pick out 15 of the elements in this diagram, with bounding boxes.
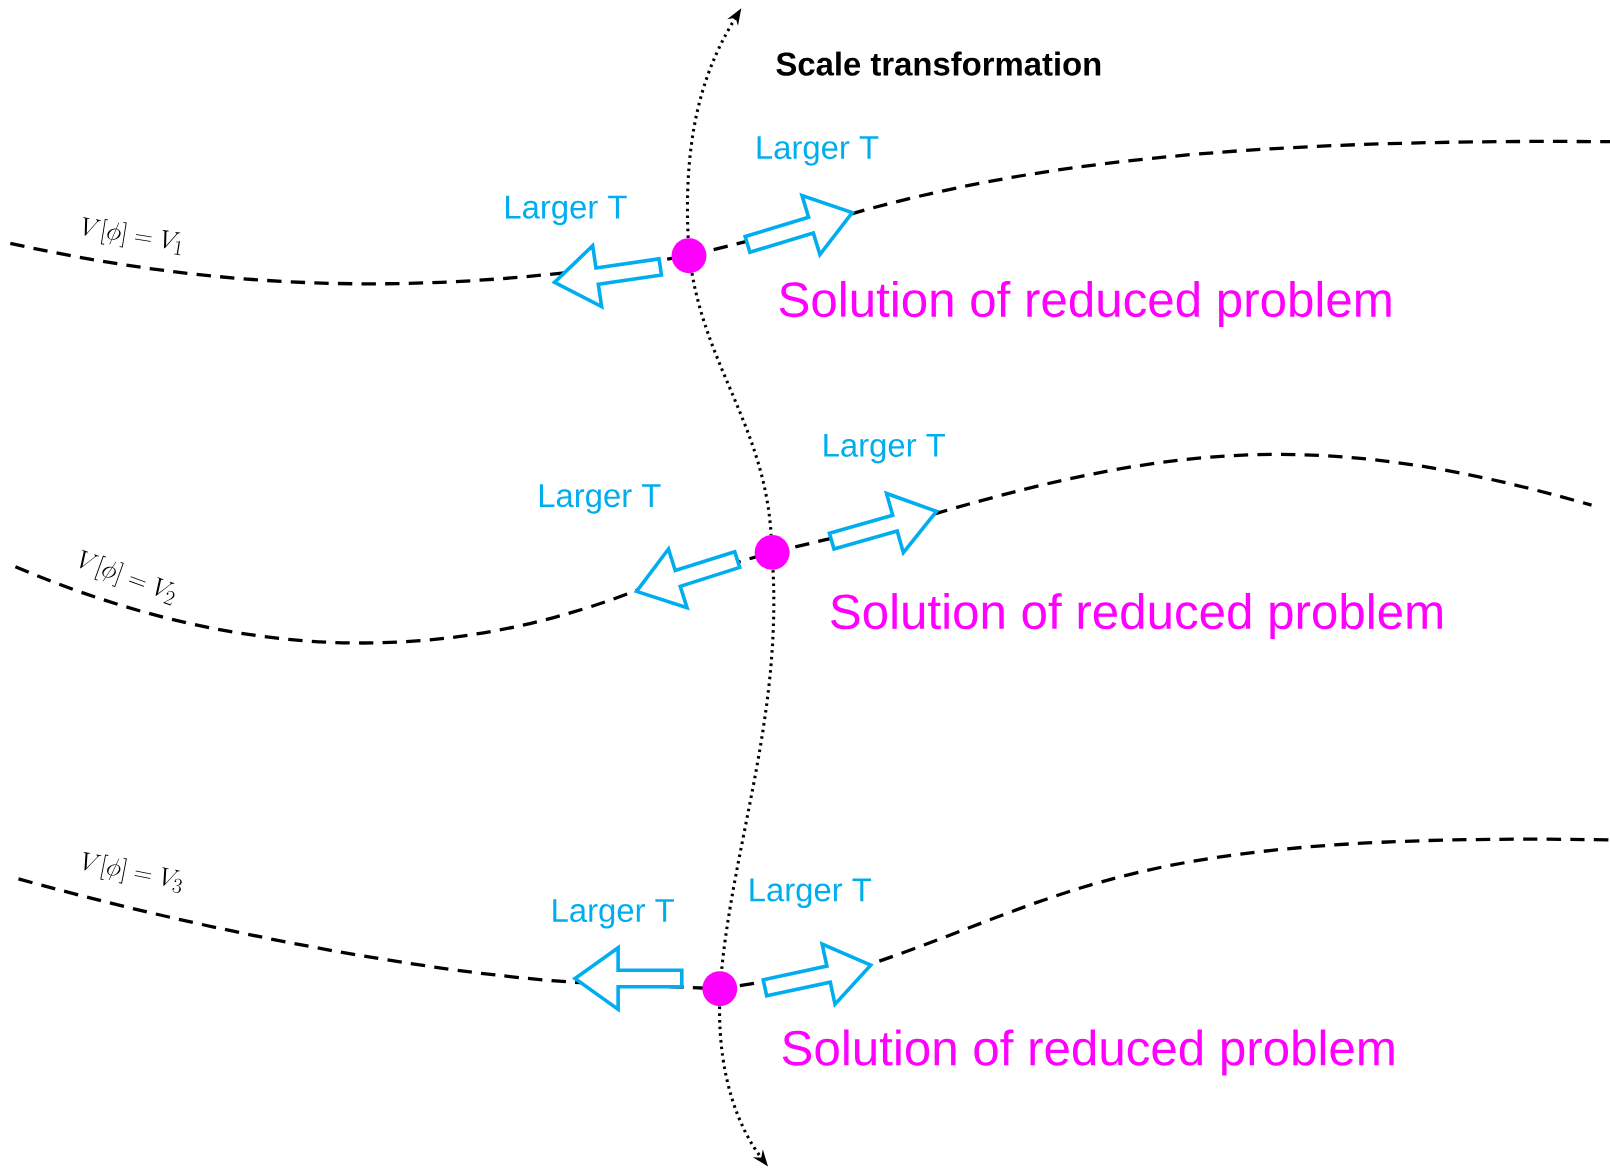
axis-label: Larger T bbox=[553, 899, 674, 929]
axis-label: Larger T bbox=[506, 196, 627, 226]
solution-dot bbox=[754, 535, 790, 571]
scale-curve bbox=[720, 570, 776, 972]
heading: Scale transformation bbox=[776, 51, 1101, 76]
axis-label: Larger T bbox=[539, 484, 661, 514]
level-label: $V[\phi] = V_3$ bbox=[83, 852, 182, 894]
level-label: $V[\phi] = V_2$ bbox=[80, 550, 175, 606]
solution-dot bbox=[671, 238, 707, 274]
solution-dot bbox=[702, 971, 738, 1007]
level-label: $V[\phi] = V_1$ bbox=[83, 217, 181, 256]
solution-label: Solution of reduced problem bbox=[831, 593, 1442, 640]
solution-label: Solution of reduced problem bbox=[779, 281, 1391, 328]
scale-curve bbox=[690, 273, 773, 536]
solution-label: Solution of reduced problem bbox=[782, 1029, 1394, 1076]
